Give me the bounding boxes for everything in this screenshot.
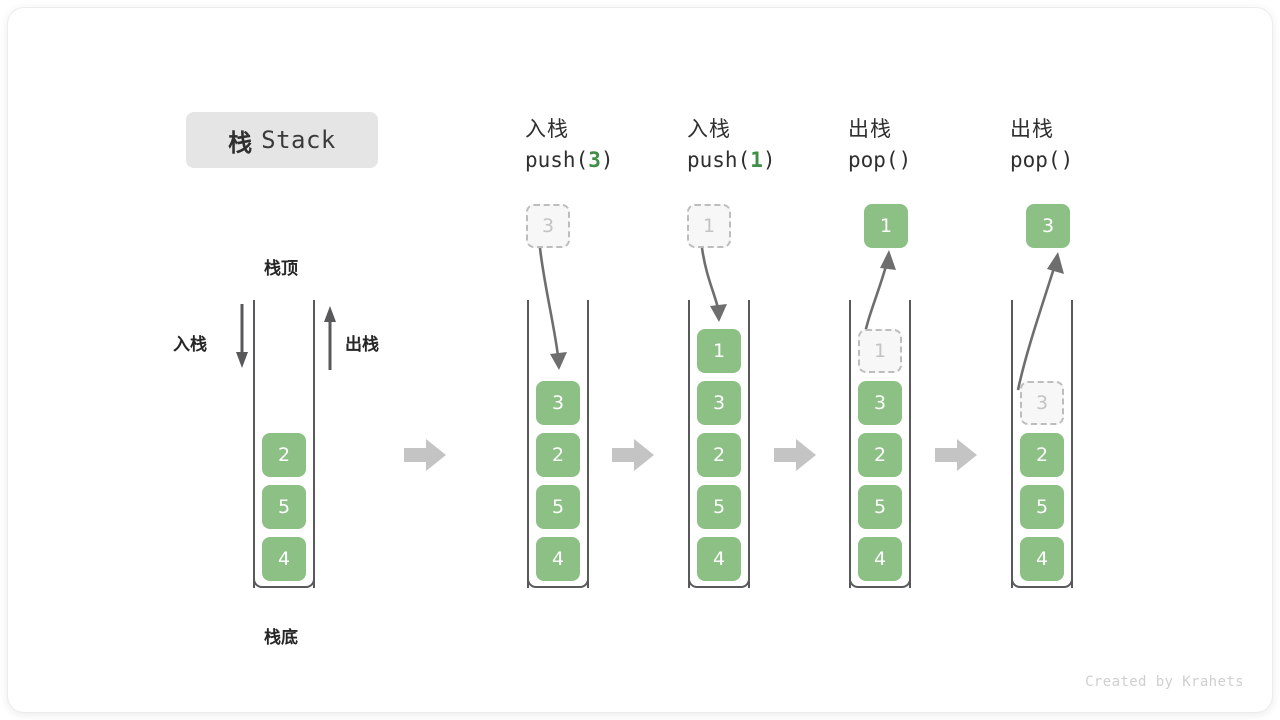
push-direction-arrow — [236, 304, 248, 368]
stack-floor — [253, 566, 315, 588]
diagram-stage: 栈 Stack 栈顶 栈底 入栈 出栈 2 5 4 — [8, 8, 1272, 712]
popped-cell: 1 — [864, 204, 908, 248]
flow-arrow-icon — [935, 439, 977, 471]
stack-container-initial — [253, 300, 315, 588]
op-label-cn: 入栈 — [687, 117, 731, 141]
flow-arrow-icon — [612, 439, 654, 471]
stack-floor — [688, 566, 750, 588]
stack-cell: 3 — [536, 381, 580, 425]
column-header-pop-1: 出栈 pop() — [848, 114, 1018, 176]
stack-wall-right — [1071, 300, 1073, 588]
diagram-card: 栈 Stack 栈顶 栈底 入栈 出栈 2 5 4 — [8, 8, 1272, 712]
stack-cell: 2 — [1020, 433, 1064, 477]
op-code: pop() — [1010, 148, 1074, 172]
stack-cell: 5 — [697, 485, 741, 529]
popped-cell: 3 — [1026, 204, 1070, 248]
stack-cell: 2 — [697, 433, 741, 477]
stack-cell: 3 — [858, 381, 902, 425]
op-code: push(3) — [525, 148, 614, 172]
stack-wall-right — [909, 300, 911, 588]
stack-floor — [849, 566, 911, 588]
stack-cell: 2 — [262, 433, 306, 477]
stack-container-push-1 — [688, 300, 750, 588]
label-push-side: 入栈 — [173, 335, 207, 355]
stack-floor — [527, 566, 589, 588]
op-label-cn: 出栈 — [848, 117, 892, 141]
stack-wall-right — [313, 300, 315, 588]
flow-arrow-icon — [774, 439, 816, 471]
label-pop-side: 出栈 — [345, 335, 379, 355]
stack-cell: 2 — [536, 433, 580, 477]
op-label-cn: 出栈 — [1010, 117, 1054, 141]
stack-wall-left — [1011, 300, 1013, 588]
stack-cell: 5 — [858, 485, 902, 529]
stack-wall-right — [587, 300, 589, 588]
vacated-ghost-cell: 3 — [1020, 381, 1064, 425]
stack-cell: 5 — [262, 485, 306, 529]
floating-ghost-cell: 1 — [687, 204, 731, 248]
stack-container-pop-1 — [849, 300, 911, 588]
column-header-push-3: 入栈 push(3) — [525, 114, 695, 176]
column-header-pop-2: 出栈 pop() — [1010, 114, 1180, 176]
stack-cell: 4 — [1020, 537, 1064, 581]
title-badge: 栈 Stack — [186, 112, 378, 168]
stack-floor — [1011, 566, 1073, 588]
stack-cell: 1 — [697, 329, 741, 373]
op-code: pop() — [848, 148, 912, 172]
stack-cell: 5 — [1020, 485, 1064, 529]
label-stack-top: 栈顶 — [264, 259, 298, 279]
stack-cell: 4 — [262, 537, 306, 581]
flow-arrow-icon — [404, 439, 446, 471]
op-label-cn: 入栈 — [525, 117, 569, 141]
stack-wall-left — [253, 300, 255, 588]
vacated-ghost-cell: 1 — [858, 329, 902, 373]
stack-cell: 3 — [697, 381, 741, 425]
stack-cell: 4 — [697, 537, 741, 581]
stack-wall-left — [688, 300, 690, 588]
column-header-push-1: 入栈 push(1) — [687, 114, 857, 176]
stack-container-push-3 — [527, 300, 589, 588]
title-en: Stack — [261, 126, 336, 154]
credit-text: Created by Krahets — [1085, 674, 1244, 690]
floating-ghost-cell: 3 — [526, 204, 570, 248]
stack-cell: 4 — [536, 537, 580, 581]
title-cn: 栈 — [228, 128, 253, 157]
stack-wall-left — [849, 300, 851, 588]
label-stack-bottom: 栈底 — [264, 628, 298, 648]
stack-container-pop-2 — [1011, 300, 1073, 588]
stack-wall-right — [748, 300, 750, 588]
op-code: push(1) — [687, 148, 776, 172]
stack-cell: 2 — [858, 433, 902, 477]
pop-direction-arrow — [324, 306, 336, 370]
stack-wall-left — [527, 300, 529, 588]
stack-cell: 5 — [536, 485, 580, 529]
stack-cell: 4 — [858, 537, 902, 581]
